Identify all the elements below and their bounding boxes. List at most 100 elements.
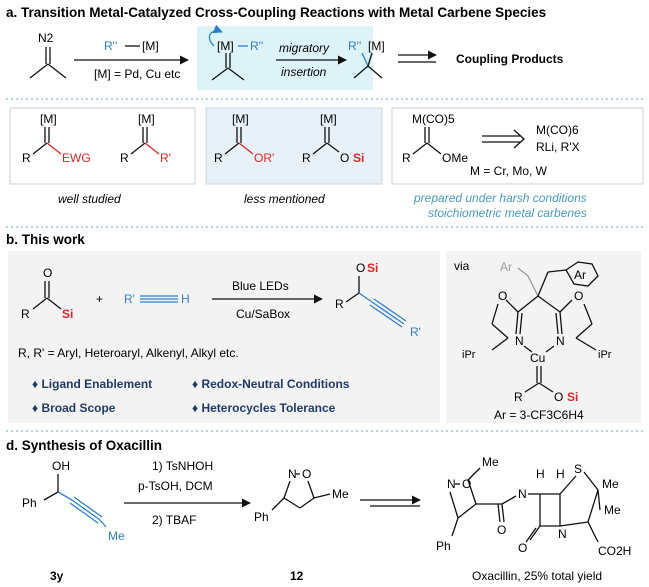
insertion-product: R'' [M] xyxy=(348,39,385,79)
stoichiometric-label: stoichiometric metal carbenes xyxy=(428,206,587,220)
oxa-n-2: N xyxy=(558,527,567,541)
feature-1: ♦ Ligand Enablement xyxy=(32,377,152,391)
reagent-metal-label: [M] xyxy=(142,39,159,53)
fischer-carbene: M(CO)5 R OMe xyxy=(402,112,468,165)
feature-4: ♦ Heterocycles Tolerance xyxy=(192,401,336,415)
inter-metal: [M] xyxy=(217,39,234,53)
lig-ar-2: Ar xyxy=(574,268,586,282)
intermediate-complex-box xyxy=(446,251,641,423)
c2-metal: [M] xyxy=(138,112,155,126)
alkyne-r: R' xyxy=(124,292,135,306)
feature-1-text: Ligand Enablement xyxy=(41,377,152,391)
label-12: 12 xyxy=(290,569,304,583)
this-work-box xyxy=(8,251,440,423)
fischer-box xyxy=(391,107,644,185)
alkyne-h: H xyxy=(181,292,190,306)
c1-ewg: EWG xyxy=(62,151,91,165)
metal-note: [M] = Pd, Cu etc xyxy=(94,67,180,81)
isox-n: N xyxy=(288,467,297,481)
acylsilane: O R Si xyxy=(21,266,73,321)
sm-me: Me xyxy=(108,529,125,543)
lig-r: R xyxy=(514,390,523,404)
acyl-si: Si xyxy=(62,307,73,321)
sm-ph: Ph xyxy=(22,496,37,510)
feature-1-bullet: ♦ xyxy=(32,377,41,391)
isox-ph: Ph xyxy=(254,510,269,524)
feature-4-text: Heterocycles Tolerance xyxy=(201,401,335,415)
ins-prod-r: R'' xyxy=(348,39,361,53)
propargyl-product: O Si R R' xyxy=(335,261,421,339)
substrate-scope: R, R' = Aryl, Heteroaryl, Alkenyl, Alkyl… xyxy=(18,346,239,360)
oxa-o-3: O xyxy=(518,541,527,555)
sm-oh: OH xyxy=(52,459,70,473)
c2-r: R xyxy=(120,151,129,165)
prod-r2: R' xyxy=(410,325,421,339)
lig-ipr-2: iPr xyxy=(598,349,612,361)
fischer-r: R xyxy=(402,151,411,165)
lig-ar-1: Ar xyxy=(500,260,512,274)
lig-cu: Cu xyxy=(530,351,545,365)
c4-r: R xyxy=(302,151,311,165)
well-studied-box xyxy=(9,107,196,185)
oxa-me-2: Me xyxy=(602,477,619,491)
less-mentioned-label: less mentioned xyxy=(244,192,325,206)
prod-r: R xyxy=(335,297,344,311)
section-b-title: b. This work xyxy=(6,232,85,247)
lig-o-1: O xyxy=(498,289,507,303)
fischer-precursor-1: M(CO)6 xyxy=(536,123,579,137)
acyl-o: O xyxy=(43,266,52,280)
fischer-ome: OMe xyxy=(442,151,468,165)
harsh-conditions-label: prepared under harsh conditions xyxy=(413,191,587,205)
oxa-s: S xyxy=(574,462,582,476)
c2-r2: R' xyxy=(160,151,171,165)
step-2: 2) TBAF xyxy=(152,513,196,527)
diazo-compound: N2 xyxy=(29,31,67,79)
carbene-siloxy: [M] R O Si xyxy=(302,112,364,165)
migratory-label: migratory xyxy=(279,41,330,55)
lig-o-3: O xyxy=(554,390,563,404)
oxa-co2h: CO2H xyxy=(598,544,631,558)
fischer-metals: M = Cr, Mo, W xyxy=(470,164,548,178)
oxa-h-2: H xyxy=(556,467,565,481)
c1-r: R xyxy=(22,151,31,165)
oxa-me-3: Me xyxy=(604,503,621,517)
acyl-r: R xyxy=(21,307,30,321)
fischer-metal: M(CO)5 xyxy=(412,112,455,126)
oxacillin-structure: N O Me Ph O N H H S Me Me N O xyxy=(436,455,631,558)
feature-2-bullet: ♦ xyxy=(192,377,201,391)
prod-si: Si xyxy=(367,261,378,275)
metal-carbene-intermediate: [M] R'' xyxy=(208,24,263,81)
ins-prod-metal: [M] xyxy=(368,39,385,53)
oxa-h-1: H xyxy=(536,467,545,481)
via-label: via xyxy=(454,259,470,273)
ar-definition: Ar = 3-CF3C6H4 xyxy=(494,408,584,422)
c3-r: R xyxy=(214,151,223,165)
isox-o: O xyxy=(302,467,311,481)
feature-2-text: Redox-Neutral Conditions xyxy=(201,377,349,391)
prod-o: O xyxy=(356,261,365,275)
reagent-r-label: R'' xyxy=(104,39,117,53)
diazo-n2-label: N2 xyxy=(38,31,54,45)
oxa-nh: N xyxy=(518,487,527,501)
reagent-arrow: R'' [M] [M] = Pd, Cu etc xyxy=(74,39,189,81)
plus-sign: + xyxy=(96,292,103,306)
insertion-label: insertion xyxy=(281,65,327,79)
feature-4-bullet: ♦ xyxy=(192,401,201,415)
oxa-o-2: O xyxy=(497,523,506,537)
feature-3-bullet: ♦ xyxy=(32,401,41,415)
conditions-light: Blue LEDs xyxy=(232,279,289,293)
section-a-title: a. Transition Metal-Catalyzed Cross-Coup… xyxy=(6,5,546,20)
c3-metal: [M] xyxy=(232,112,249,126)
retro-arrow xyxy=(482,129,525,149)
lig-n-1: N xyxy=(515,334,524,348)
terminal-alkyne: R' H xyxy=(124,292,190,306)
oxa-me: Me xyxy=(482,455,499,469)
well-studied-label: well studied xyxy=(58,192,121,206)
lig-o-2: O xyxy=(574,289,583,303)
copper-carbene-complex: via Ar Ar O N iPr O N iPr Cu xyxy=(454,259,612,422)
oxacillin-label: Oxacillin, 25% total yield xyxy=(472,569,602,583)
lig-si: Si xyxy=(567,390,578,404)
compound-12: N O Me Ph xyxy=(254,467,349,524)
lig-ipr-1: iPr xyxy=(462,349,476,361)
